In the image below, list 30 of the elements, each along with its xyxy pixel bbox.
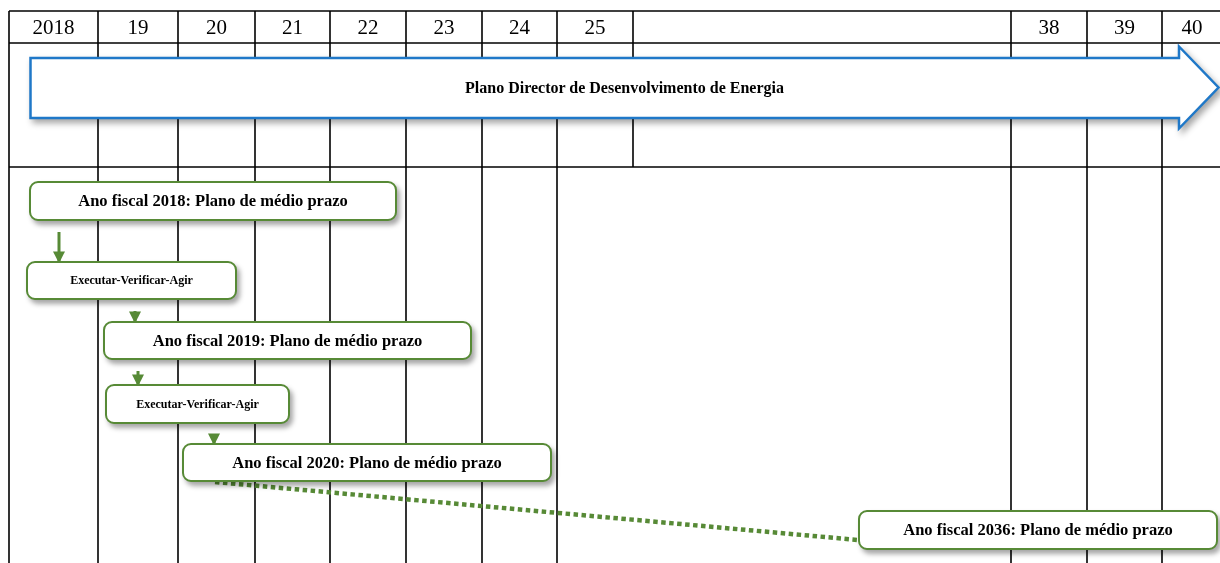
box-text: Executar-Verificar-Agir bbox=[136, 396, 259, 412]
year-label: 38 bbox=[1037, 14, 1061, 41]
box-text: Ano fiscal 2019: Plano de médio prazo bbox=[152, 330, 423, 351]
box-text: Ano fiscal 2020: Plano de médio prazo bbox=[232, 452, 502, 473]
year-label: 19 bbox=[126, 14, 150, 41]
timeline-arrow bbox=[29, 45, 1220, 130]
year-label: 21 bbox=[281, 14, 304, 41]
process-box bbox=[858, 510, 1218, 550]
box-text: Ano fiscal 2018: Plano de médio prazo bbox=[78, 191, 348, 211]
year-label: 24 bbox=[508, 14, 531, 41]
arrow bbox=[132, 371, 144, 387]
year-label: 22 bbox=[356, 14, 380, 41]
year-label: 20 bbox=[205, 14, 228, 41]
box-text: Plano Director de Desenvolvimento de Energia bbox=[465, 78, 784, 97]
process-box bbox=[103, 321, 472, 360]
process-box bbox=[182, 443, 552, 482]
year-label: 39 bbox=[1113, 14, 1136, 41]
process-box bbox=[26, 261, 237, 300]
arrow bbox=[208, 433, 220, 446]
year-label: 40 bbox=[1180, 14, 1204, 41]
box-text: Ano fiscal 2036: Plano de médio prazo bbox=[903, 520, 1173, 540]
process-box bbox=[29, 181, 397, 221]
year-label: 23 bbox=[432, 14, 456, 41]
box-text: Executar-Verificar-Agir bbox=[70, 273, 193, 288]
year-label: 25 bbox=[583, 14, 607, 41]
process-box bbox=[105, 384, 290, 424]
arrow bbox=[53, 232, 65, 264]
dotted-connector bbox=[214, 479, 859, 543]
year-label: 2018 bbox=[31, 14, 76, 41]
arrow bbox=[129, 311, 141, 324]
